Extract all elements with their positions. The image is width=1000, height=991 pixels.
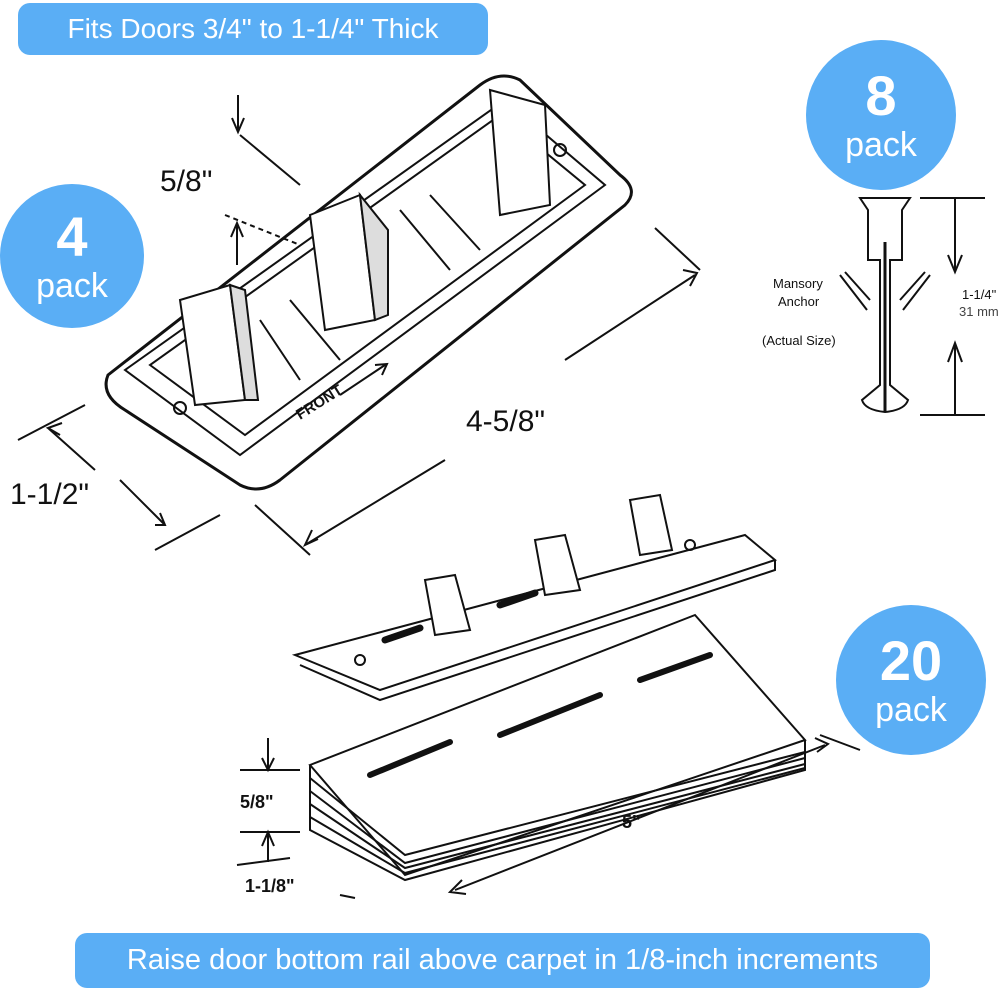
anchor-name-line1: Mansory [773, 276, 823, 291]
badge-20-pack: 20 pack [836, 605, 986, 755]
badge-4-pack: 4 pack [0, 184, 144, 328]
anchor-note: (Actual Size) [762, 333, 836, 348]
badge-number: 20 [879, 629, 943, 692]
shim-stack-drawing [236, 493, 861, 899]
shim-height-label: 5/8" [240, 792, 274, 812]
anchor-length-in: 1-1/4" [962, 287, 997, 302]
badge-label: pack [36, 267, 108, 305]
shim-length-label: 5" [622, 812, 641, 832]
top-banner: Fits Doors 3/4" to 1-1/4" Thick [18, 3, 488, 55]
badge-label: pack [875, 691, 947, 729]
anchor-name-line2: Anchor [778, 294, 820, 309]
bottom-banner: Raise door bottom rail above carpet in 1… [75, 933, 930, 988]
top-banner-text: Fits Doors 3/4" to 1-1/4" Thick [67, 13, 439, 44]
guide-length-label: 4-5/8" [466, 405, 546, 438]
masonry-anchor-drawing [839, 197, 985, 416]
door-guide-drawing [104, 74, 633, 491]
guide-height-label: 5/8" [160, 165, 213, 198]
bottom-banner-text: Raise door bottom rail above carpet in 1… [126, 944, 879, 976]
shim-width-label: 1-1/8" [245, 876, 295, 896]
anchor-length-mm: 31 mm [959, 304, 999, 319]
badge-8-pack: 8 pack [806, 40, 956, 190]
guide-width-label: 1-1/2" [10, 478, 90, 511]
badge-number: 8 [865, 64, 897, 127]
badge-label: pack [845, 126, 917, 164]
guide-dimension-lines [17, 95, 701, 556]
badge-number: 4 [56, 205, 88, 268]
